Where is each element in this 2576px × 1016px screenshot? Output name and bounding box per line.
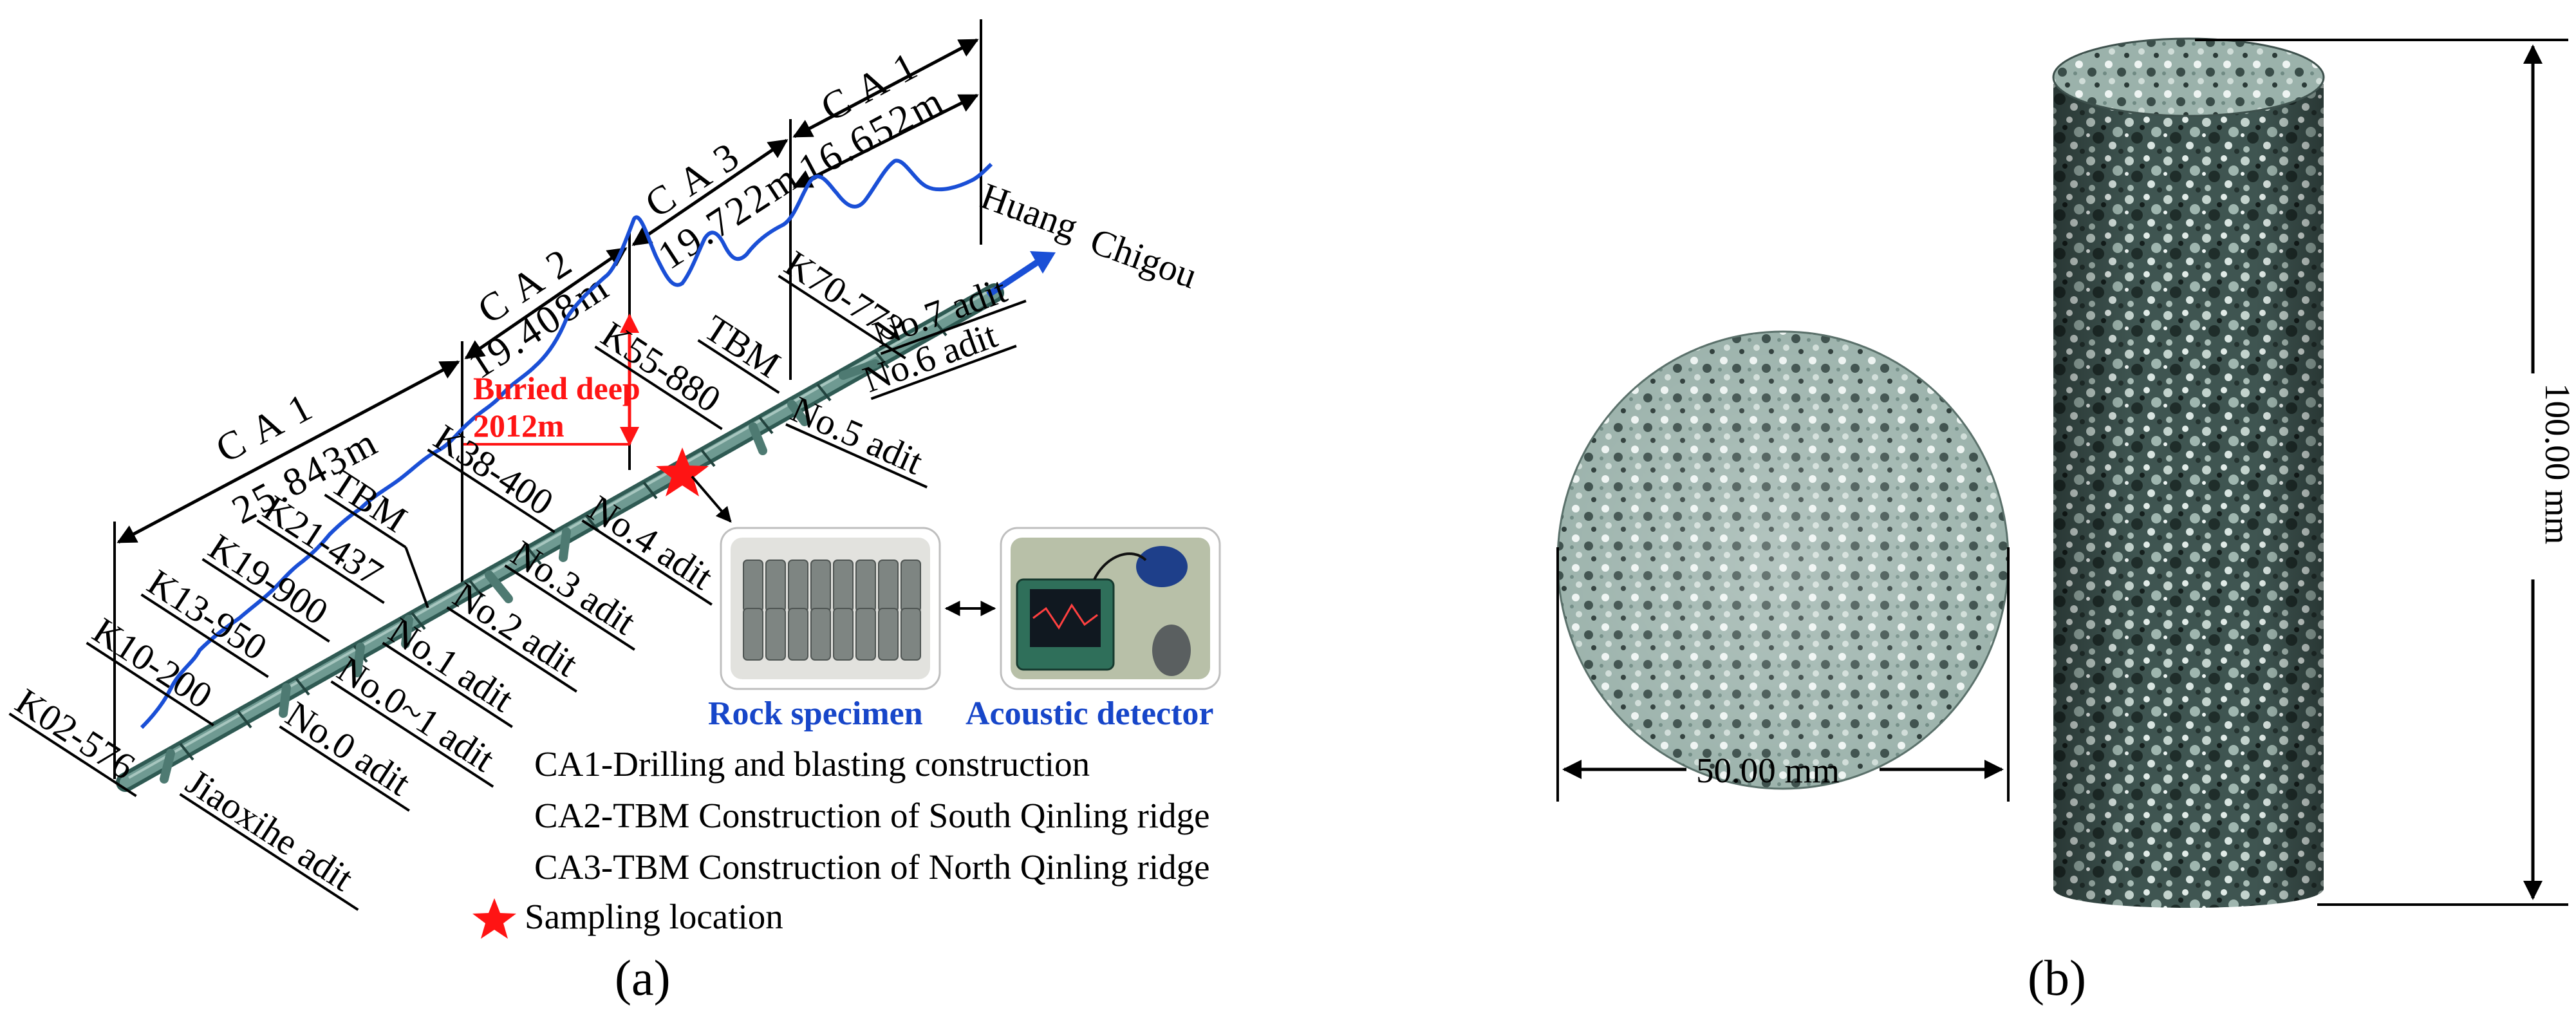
legend-item: CA2-TBM Construction of South Qinling ri… — [534, 796, 1210, 835]
diameter-label: 50.00 mm — [1696, 751, 1840, 790]
panel-a: C A 1 25.843m C A 2 19.408m C A 3 19.722… — [8, 19, 1221, 1006]
station-label: K02-576 — [8, 680, 142, 787]
acoustic-detector-label: Acoustic detector — [966, 695, 1214, 732]
direction-arrow — [986, 258, 1041, 298]
height-dimension: 100.00 mm — [2195, 39, 2576, 906]
legend-star-icon — [472, 898, 516, 939]
destination-label: Chigou — [1085, 220, 1203, 297]
panel-b: 50.00 mm 100.00 mm (b) — [1556, 37, 2576, 1006]
specimen-cylinder — [2052, 37, 2325, 908]
tunnel — [116, 251, 1056, 792]
height-label: 100.00 mm — [2538, 383, 2576, 545]
burial-label: Buried deep — [473, 370, 640, 406]
panel-label: (b) — [2028, 950, 2086, 1006]
adit-label: Jiaoxihe adit — [179, 760, 361, 899]
elevation-profile — [140, 158, 993, 729]
adit-stubs — [160, 359, 880, 784]
sampling-star-icon — [656, 447, 709, 496]
rock-specimen-label: Rock specimen — [708, 695, 923, 732]
burial-depth-indicator: Buried deep 2012m — [463, 314, 640, 446]
legend-item: CA1-Drilling and blasting construction — [534, 744, 1090, 784]
specimen-disc — [1556, 330, 2010, 790]
panel-label: (a) — [615, 950, 671, 1006]
legend-item: CA3-TBM Construction of North Qinling ri… — [534, 847, 1210, 887]
destination-label: Huang — [976, 174, 1084, 248]
diameter-dimension: 50.00 mm — [1556, 547, 2010, 802]
burial-depth-value: 2012m — [473, 408, 565, 444]
rock-specimen-photo — [720, 527, 941, 690]
acoustic-detector-photo — [1000, 527, 1221, 690]
legend: CA1-Drilling and blasting construction C… — [472, 744, 1210, 939]
adit-label: No.5 adit — [785, 388, 929, 482]
dimension-lines — [117, 38, 979, 544]
legend-item: Sampling location — [525, 897, 783, 936]
